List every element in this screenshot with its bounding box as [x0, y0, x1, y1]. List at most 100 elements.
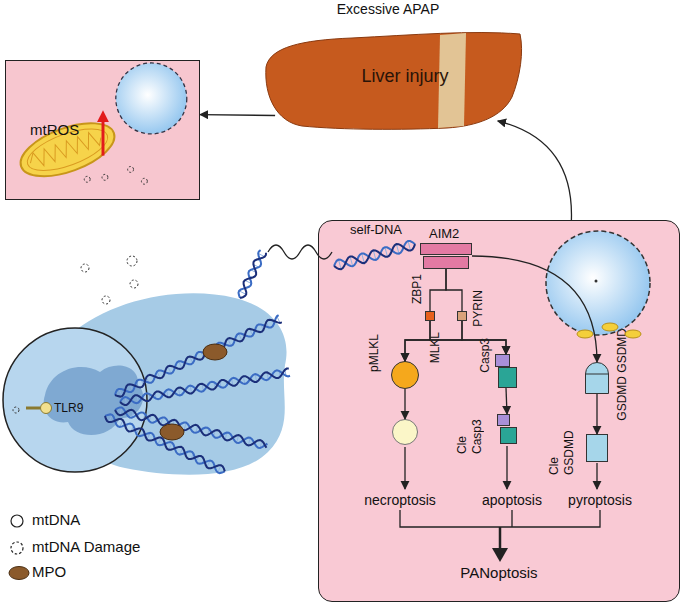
cleaved-gsdmd-box: Cle GSDMD	[586, 434, 608, 462]
merge-arrowhead	[492, 548, 508, 562]
neutrophil-body	[70, 293, 287, 474]
legend-swatch	[6, 539, 30, 557]
increase-arrowhead	[97, 110, 109, 122]
process-label: necroptosis	[350, 492, 450, 508]
protein-label: Casp3	[478, 338, 492, 373]
connector-arrow	[506, 388, 507, 414]
gsdmd-body	[586, 363, 609, 394]
connector-arrow	[462, 321, 506, 354]
connector-arrow	[430, 321, 506, 354]
process-arrow	[506, 446, 507, 489]
dna-strand	[334, 241, 415, 266]
liver-organ: Excessive APAPLiver injury	[262, 22, 524, 132]
merge-arrow	[499, 527, 502, 550]
process-arrow	[596, 463, 597, 489]
aim2-bar	[421, 244, 472, 255]
casp3-domain	[501, 428, 517, 444]
connector-arrow	[596, 394, 597, 434]
legend-text: mtDNA Damage	[32, 538, 140, 555]
cell-nucleus	[116, 63, 187, 134]
damaged-mtdna	[128, 166, 134, 172]
mlkl-circle: MLKL	[391, 361, 419, 389]
legend-sample	[11, 542, 23, 554]
connector-arrow	[405, 321, 462, 361]
signal-wave	[268, 245, 332, 259]
connector-arrow	[498, 121, 572, 220]
legend-swatch	[6, 564, 30, 582]
legend-sample	[9, 567, 29, 580]
dna-strand	[115, 407, 267, 448]
damaged-mtdna	[81, 264, 89, 272]
receptor-label: TLR9	[54, 401, 83, 415]
casp3-domain	[499, 368, 517, 388]
gsdmd-shape: GSDMD GSDMD	[585, 362, 609, 394]
increase-arrow	[102, 120, 105, 155]
graphic-part	[14, 112, 121, 186]
casp3-domain	[496, 355, 510, 367]
protein-label: PYRIN	[471, 290, 485, 327]
dna-strand	[120, 369, 289, 405]
protein-label: AIM2	[429, 226, 459, 241]
damaged-mtdna	[102, 296, 110, 304]
protein-label: MLKL	[428, 332, 442, 363]
damaged-mtdna	[130, 280, 138, 288]
legend-swatch	[6, 512, 30, 530]
connector-arrow	[200, 114, 275, 116]
aim2-bar	[424, 257, 469, 269]
dna-rung	[115, 408, 267, 448]
cell-nucleus	[546, 231, 650, 335]
dna-rung	[334, 241, 415, 269]
graphic-part	[22, 120, 112, 179]
tlr9-receptor: TLR9	[40, 402, 52, 414]
protein-label: Cle GSDMD	[547, 427, 577, 475]
legend-text: MPO	[32, 563, 66, 580]
legend-text: mtDNA	[32, 511, 80, 528]
connector-arrow	[405, 321, 430, 361]
pyrin-box: PYRIN	[457, 311, 467, 321]
dna-strand	[115, 320, 282, 397]
process-label: apoptosis	[462, 492, 562, 508]
node-shape	[495, 354, 517, 388]
mpo-granule	[160, 424, 184, 440]
aim2-sensor: AIM2	[420, 243, 472, 269]
connector-arrow	[404, 389, 405, 419]
connector-arrow	[472, 256, 597, 362]
cleaved-casp3-box: Cle Casp3	[497, 414, 517, 444]
mitochondrion	[577, 330, 593, 338]
connector-arrow	[430, 269, 446, 311]
dna-strand	[120, 370, 290, 403]
organ-label: Liver injury	[320, 66, 490, 87]
protein-label: GSDMD GSDMD	[615, 328, 629, 421]
dna-strand	[115, 410, 266, 448]
protein-label: pMLKL	[367, 334, 381, 372]
legend-sample	[11, 515, 23, 527]
dna-rung	[105, 415, 225, 473]
neutrophil-membrane	[3, 328, 147, 472]
dna-rung	[120, 370, 286, 405]
mitochondrion	[602, 323, 618, 331]
dna-rung	[239, 253, 265, 298]
organelle-label: mtROS	[30, 121, 79, 138]
process-arrow	[404, 447, 405, 489]
node-shape	[497, 414, 517, 444]
damaged-mtdna	[84, 176, 90, 182]
net-dna-strands	[105, 250, 290, 473]
dna-strand	[334, 244, 415, 269]
node-shape	[420, 243, 472, 269]
hepatocyte-cell: mtROS	[5, 60, 200, 200]
neutrophil-nucleus	[44, 366, 143, 435]
protein-label: Cle Casp3	[455, 410, 485, 454]
nucleolus	[595, 280, 598, 283]
merge-line	[400, 510, 600, 527]
dna-rung	[115, 316, 280, 396]
damaged-mtdna	[127, 256, 137, 266]
gsdmd-divider	[586, 374, 609, 375]
dna-strand	[105, 414, 225, 473]
damaged-mtdna	[13, 407, 19, 413]
zbp1-box: ZBP1	[425, 311, 435, 321]
process-label: pyroptosis	[550, 492, 650, 508]
dna-strand	[115, 315, 279, 395]
